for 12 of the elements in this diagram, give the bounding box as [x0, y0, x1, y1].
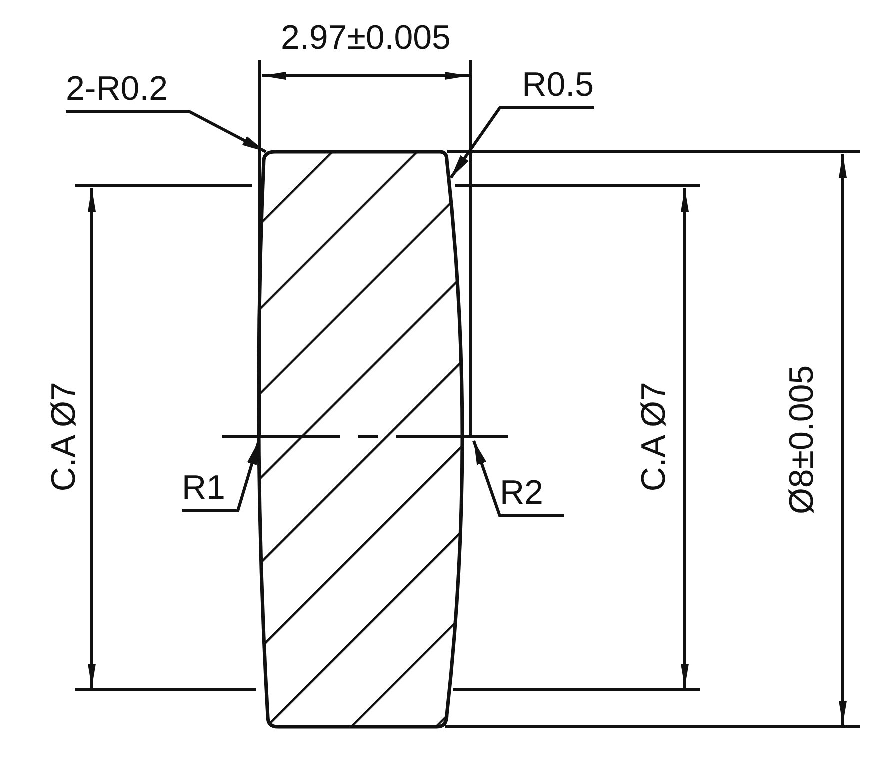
- leader-line: [182, 440, 260, 512]
- dimension-text: 2.97±0.005: [281, 21, 451, 55]
- leader-line: [472, 440, 564, 518]
- callout-text: R0.5: [522, 68, 594, 102]
- dimension-text: C.A Ø7: [637, 382, 671, 492]
- dimension-text: Ø8±0.005: [785, 365, 819, 515]
- dimension-text: C.A Ø7: [47, 382, 81, 492]
- leader-line: [450, 106, 594, 179]
- callout-text: R2: [500, 476, 544, 510]
- leader-line: [66, 110, 267, 154]
- callout-text: 2-R0.2: [66, 72, 168, 106]
- callout-text: R1: [182, 471, 226, 505]
